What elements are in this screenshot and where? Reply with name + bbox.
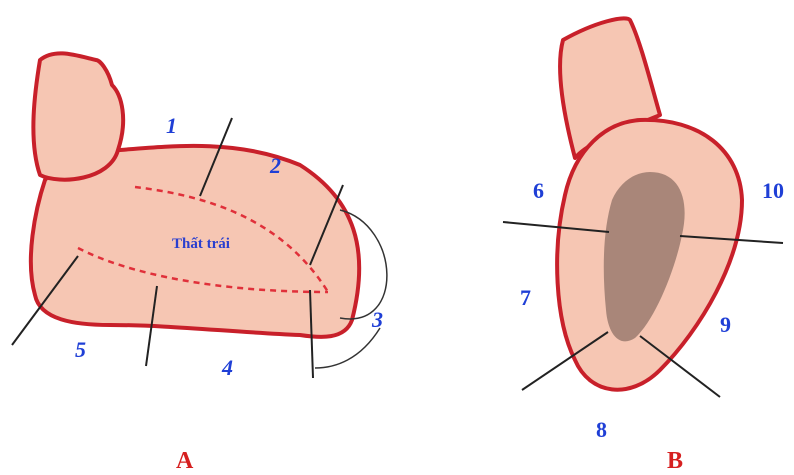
panel-b-view: 6 7 8 9 10 B — [503, 18, 784, 474]
segment-label-2: 2 — [269, 153, 281, 178]
segment-label-4: 4 — [221, 355, 233, 380]
chamber-label: Thất trái — [172, 236, 230, 252]
segment-label-7: 7 — [520, 285, 531, 310]
atrium-outline — [33, 53, 123, 179]
panel-a-view: Thất trái 1 2 3 4 5 A — [12, 53, 387, 474]
segment-label-3: 3 — [371, 307, 383, 332]
segment-label-5: 5 — [75, 337, 86, 362]
segment-label-9: 9 — [720, 312, 731, 337]
segment-label-1: 1 — [166, 113, 177, 138]
panel-label-b: B — [667, 448, 683, 474]
segment-label-10: 10 — [762, 178, 784, 203]
panel-label-a: A — [176, 448, 194, 474]
segment-label-6: 6 — [533, 178, 544, 203]
segment-label-8: 8 — [596, 417, 607, 442]
